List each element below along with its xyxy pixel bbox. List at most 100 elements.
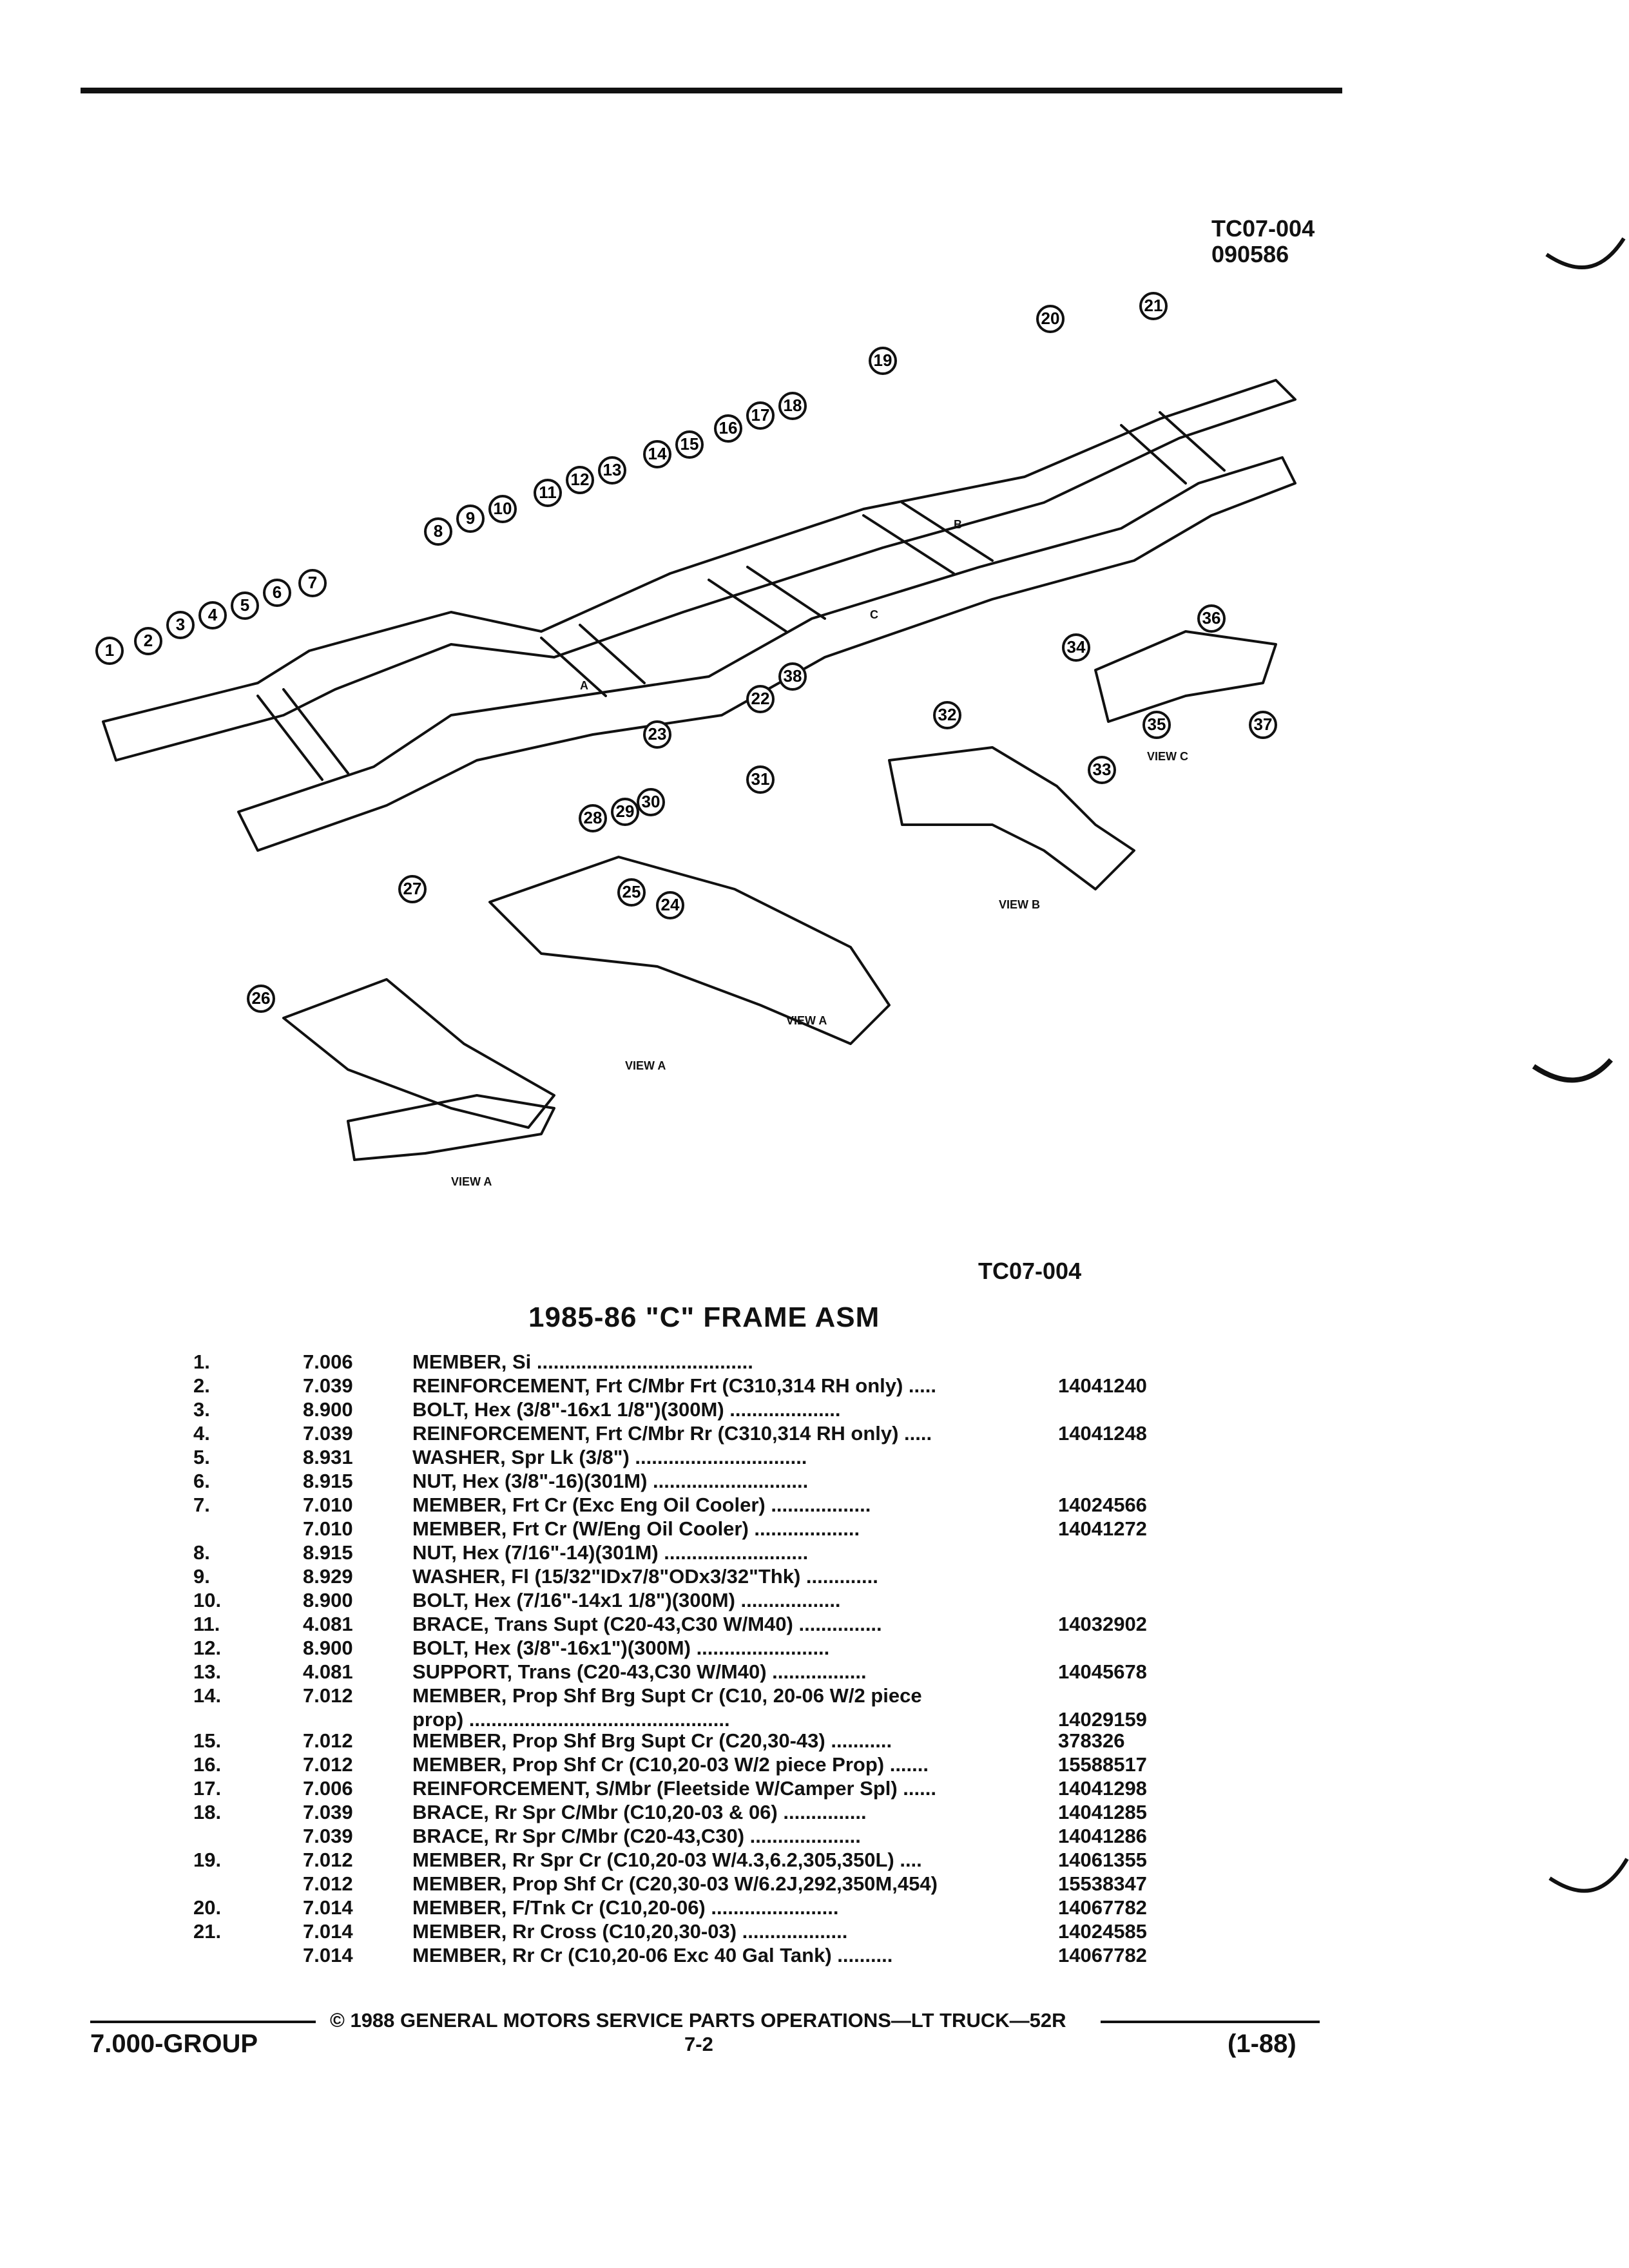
margin-mark-3 xyxy=(1548,1858,1629,1893)
side-label-a: A xyxy=(580,679,588,692)
callout-24: 24 xyxy=(656,891,684,919)
parts-part-number: 14041248 xyxy=(1058,1422,1147,1445)
callout-18: 18 xyxy=(778,392,807,420)
parts-part-number xyxy=(1058,1564,1199,1588)
parts-item-number xyxy=(193,1824,303,1848)
parts-description: BRACE, Rr Spr C/Mbr (C10,20-03 & 06) ...… xyxy=(412,1801,867,1823)
parts-group-number: 7.039 xyxy=(303,1422,353,1445)
parts-part-number: 14061355 xyxy=(1058,1849,1147,1871)
crossmember-rear xyxy=(1120,411,1226,485)
parts-part-number xyxy=(1058,1445,1199,1469)
svg-text:11: 11 xyxy=(539,483,557,502)
parts-description: MEMBER, Prop Shf Brg Supt Cr (C20,30-43)… xyxy=(412,1729,892,1752)
crossmember-rear-spring xyxy=(862,501,994,575)
footer-group: 7.000-GROUP xyxy=(90,2030,258,2058)
callout-11: 11 xyxy=(534,479,562,507)
svg-text:22: 22 xyxy=(751,689,770,708)
page-title: 1985-86 "C" FRAME ASM xyxy=(528,1302,880,1333)
parts-description: MEMBER, Rr Spr Cr (C10,20-03 W/4.3,6.2,3… xyxy=(412,1849,922,1871)
parts-group-number: 7.010 xyxy=(303,1517,353,1540)
svg-text:5: 5 xyxy=(240,595,249,615)
callout-38: 38 xyxy=(778,662,807,691)
callout-32: 32 xyxy=(933,701,961,729)
callout-20: 20 xyxy=(1036,305,1065,333)
svg-text:18: 18 xyxy=(784,396,802,415)
parts-description: SUPPORT, Trans (C20-43,C30 W/M40) ......… xyxy=(412,1660,867,1683)
header-rule xyxy=(81,88,1342,93)
parts-item-number: 15. xyxy=(193,1729,222,1752)
parts-group-number: 7.039 xyxy=(303,1801,353,1823)
parts-description: MEMBER, Prop Shf Cr (C10,20-03 W/2 piece… xyxy=(412,1753,929,1776)
parts-group-number: 4.081 xyxy=(303,1613,353,1635)
footer-date: (1-88) xyxy=(1228,2030,1296,2058)
frame-assembly-diagram: 1 2 3 4 5 6 7 8 9 10 11 12 13 14 15 16 1… xyxy=(95,292,1296,1188)
parts-part-number: 14067782 xyxy=(1058,1896,1147,1919)
view-c-detail xyxy=(1094,630,1277,723)
parts-part-number: 378326 xyxy=(1058,1729,1125,1752)
parts-item-number: 2. xyxy=(193,1374,210,1397)
svg-text:3: 3 xyxy=(176,615,185,634)
callout-22: 22 xyxy=(746,685,775,713)
svg-text:32: 32 xyxy=(938,705,957,724)
parts-item-number: 7. xyxy=(193,1494,210,1516)
parts-description: BOLT, Hex (7/16"-14x1 1/8")(300M) ......… xyxy=(412,1589,841,1611)
svg-text:27: 27 xyxy=(403,879,422,898)
callouts: 1 2 3 4 5 6 7 8 9 10 11 12 13 14 15 16 1… xyxy=(95,292,1277,1013)
diagram-code: TC07-004 xyxy=(978,1258,1082,1284)
callout-13: 13 xyxy=(598,456,626,485)
svg-text:37: 37 xyxy=(1254,715,1273,734)
parts-group-number: 7.012 xyxy=(303,1872,353,1895)
parts-group-number: 8.929 xyxy=(303,1565,353,1588)
callout-2: 2 xyxy=(134,627,162,655)
margin-mark-2 xyxy=(1532,1058,1614,1083)
callout-23: 23 xyxy=(643,720,671,749)
svg-text:13: 13 xyxy=(603,460,622,479)
callout-29: 29 xyxy=(611,798,639,826)
parts-part-number xyxy=(1058,1469,1199,1493)
svg-text:1: 1 xyxy=(105,640,114,660)
callout-31: 31 xyxy=(746,765,775,794)
svg-text:10: 10 xyxy=(494,499,512,518)
view-b-detail xyxy=(888,746,1135,890)
parts-item-number xyxy=(193,1872,303,1896)
parts-part-number: 14041285 xyxy=(1058,1801,1147,1823)
callout-33: 33 xyxy=(1088,756,1116,784)
parts-description: MEMBER, Prop Shf Cr (C20,30-03 W/6.2J,29… xyxy=(412,1872,938,1895)
footer-rule-right xyxy=(1101,2021,1320,2023)
view-a-label-1: VIEW A xyxy=(786,1014,827,1027)
parts-part-number: 14041286 xyxy=(1058,1825,1147,1847)
svg-text:30: 30 xyxy=(642,792,660,811)
margin-mark-1 xyxy=(1545,237,1626,269)
parts-description: MEMBER, Prop Shf Brg Supt Cr (C10, 20-06… xyxy=(412,1684,922,1731)
svg-text:24: 24 xyxy=(661,895,680,914)
svg-text:28: 28 xyxy=(584,808,602,827)
parts-item-number: 10. xyxy=(193,1589,222,1611)
svg-text:9: 9 xyxy=(466,508,475,528)
parts-description: BRACE, Trans Supt (C20-43,C30 W/M40) ...… xyxy=(412,1613,882,1635)
callout-7: 7 xyxy=(298,569,327,597)
callout-21: 21 xyxy=(1139,292,1168,320)
svg-text:20: 20 xyxy=(1041,309,1060,328)
parts-description: NUT, Hex (7/16"-14)(301M) ..............… xyxy=(412,1541,809,1564)
side-label-b: B xyxy=(954,518,962,531)
parts-item-number xyxy=(193,1943,303,1967)
parts-part-number: 14045678 xyxy=(1058,1660,1147,1683)
parts-item-number: 8. xyxy=(193,1541,210,1564)
callout-9: 9 xyxy=(456,505,485,533)
parts-group-number: 7.014 xyxy=(303,1920,353,1943)
callout-27: 27 xyxy=(398,875,427,903)
parts-part-number: 15588517 xyxy=(1058,1753,1147,1776)
parts-part-number xyxy=(1058,1398,1199,1421)
svg-text:2: 2 xyxy=(144,631,153,650)
view-a-label-3: VIEW A xyxy=(451,1175,492,1188)
